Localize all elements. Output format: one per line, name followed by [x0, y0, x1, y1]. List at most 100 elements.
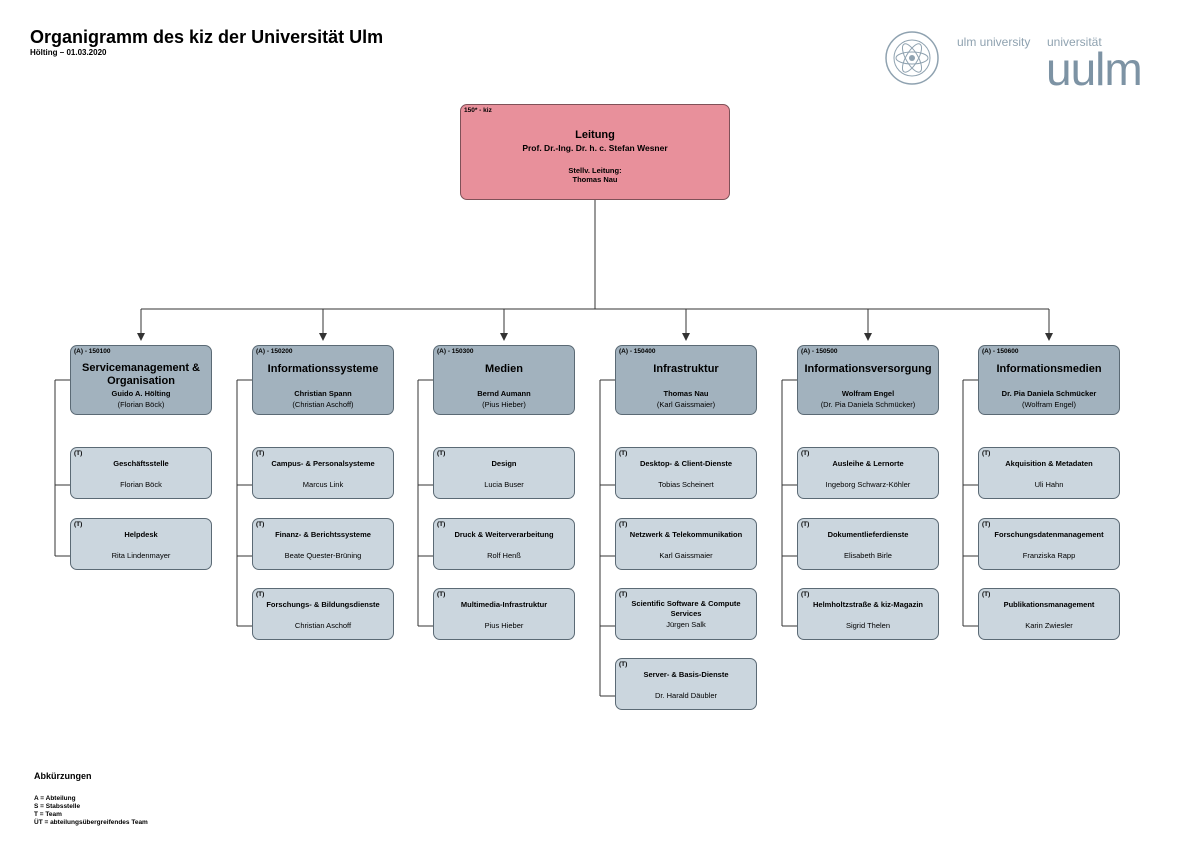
department-code: (A) - 150600 [982, 348, 1019, 355]
team-person: Marcus Link [302, 480, 344, 489]
team-name: Akquisition & Metadaten [1005, 459, 1093, 468]
team-name: Dokumentlieferdienste [827, 530, 909, 539]
department-deputy: (Pius Hieber) [482, 400, 526, 409]
team-code: (T) [982, 450, 991, 457]
root-heading: Leitung [575, 129, 615, 141]
team-person: Christian Aschoff [294, 621, 352, 630]
team-box: (T)Scientific Software & Compute Service… [615, 588, 757, 640]
department-lead: Thomas Nau [663, 389, 709, 398]
department-lead: Bernd Aumann [477, 389, 531, 398]
team-name: Scientific Software & Compute Services [631, 599, 741, 618]
team-person: Karl Gaissmaier [659, 551, 713, 560]
team-name: Finanz- & Berichtssysteme [275, 530, 371, 539]
team-name: Ausleihe & Lernorte [832, 459, 904, 468]
team-name: Helmholtzstraße & kiz-Magazin [812, 600, 924, 609]
page-title: Organigramm des kiz der Universität Ulm [30, 27, 384, 47]
team-name: Multimedia-Infrastruktur [460, 600, 548, 609]
team-code: (T) [74, 521, 83, 528]
team-code: (T) [256, 450, 265, 457]
department-deputy: (Dr. Pia Daniela Schmücker) [820, 400, 916, 409]
legend-item: T = Team [34, 811, 62, 818]
logo-uulm: uulm [1046, 43, 1143, 95]
team-code: (T) [801, 591, 810, 598]
team-name: Campus- & Personalsysteme [271, 459, 375, 468]
department-title: Informationsmedien [996, 363, 1102, 375]
department-deputy: (Karl Gaissmaier) [656, 400, 716, 409]
team-code: (T) [982, 591, 991, 598]
team-name: Forschungsdatenmanagement [994, 530, 1104, 539]
legend-item: S = Stabsstelle [34, 803, 81, 810]
team-person: Lucia Buser [484, 480, 524, 489]
team-code: (T) [619, 521, 628, 528]
department-title: Infrastruktur [653, 363, 719, 375]
team-code: (T) [437, 521, 446, 528]
team-person: Rolf Henß [487, 551, 521, 560]
logo-text-ulm-university: ulm university [957, 35, 1031, 49]
root-deputy-label: Stellv. Leitung: [568, 166, 622, 175]
team-person: Sigrid Thelen [845, 621, 891, 630]
team-name: Design [491, 459, 517, 468]
department-code: (A) - 150300 [437, 348, 474, 355]
department-lead: Guido A. Hölting [111, 389, 171, 398]
team-person: Franziska Rapp [1022, 551, 1076, 560]
team-code: (T) [74, 450, 83, 457]
university-seal-icon [885, 31, 939, 85]
department-lead: Wolfram Engel [841, 389, 895, 398]
team-code: (T) [619, 450, 628, 457]
team-code: (T) [256, 521, 265, 528]
team-person: Beate Quester-Brüning [284, 551, 362, 560]
department-deputy: (Florian Böck) [117, 400, 165, 409]
root-leitung-box: 150* - kiz Leitung Prof. Dr.-Ing. Dr. h.… [460, 104, 730, 200]
department-code: (A) - 150400 [619, 348, 656, 355]
department-deputy: (Wolfram Engel) [1021, 400, 1077, 409]
department-lead: Dr. Pia Daniela Schmücker [1001, 389, 1097, 398]
team-code: (T) [982, 521, 991, 528]
team-person: Rita Lindenmayer [111, 551, 171, 560]
team-name: Helpdesk [124, 530, 158, 539]
team-person: Pius Hieber [484, 621, 524, 630]
department-code: (A) - 150500 [801, 348, 838, 355]
team-person: Jürgen Salk [666, 620, 706, 629]
team-person: Ingeborg Schwarz-Köhler [825, 480, 911, 489]
root-deputy-name: Thomas Nau [572, 175, 618, 184]
department-title: Informationssysteme [267, 363, 379, 375]
team-name: Netzwerk & Telekommunikation [629, 530, 743, 539]
legend-heading: Abkürzungen [34, 771, 92, 781]
department-title: Medien [485, 363, 523, 375]
team-person: Karin Zwiesler [1025, 621, 1073, 630]
team-code: (T) [437, 450, 446, 457]
department-code: (A) - 150200 [256, 348, 293, 355]
root-code: 150* - kiz [464, 107, 492, 114]
legend-item: ÜT = abteilungsübergreifendes Team [34, 819, 148, 826]
team-code: (T) [801, 450, 810, 457]
department-code: (A) - 150100 [74, 348, 111, 355]
team-name: Publikationsmanagement [1003, 600, 1095, 609]
legend-item: A = Abteilung [34, 795, 76, 802]
department-lead: Christian Spann [294, 389, 352, 398]
logo-text-universitaet: universität [1047, 35, 1102, 49]
team-code: (T) [437, 591, 446, 598]
team-code: (T) [256, 591, 265, 598]
department-title: Servicemanagement & Organisation [82, 362, 200, 387]
team-code: (T) [801, 521, 810, 528]
